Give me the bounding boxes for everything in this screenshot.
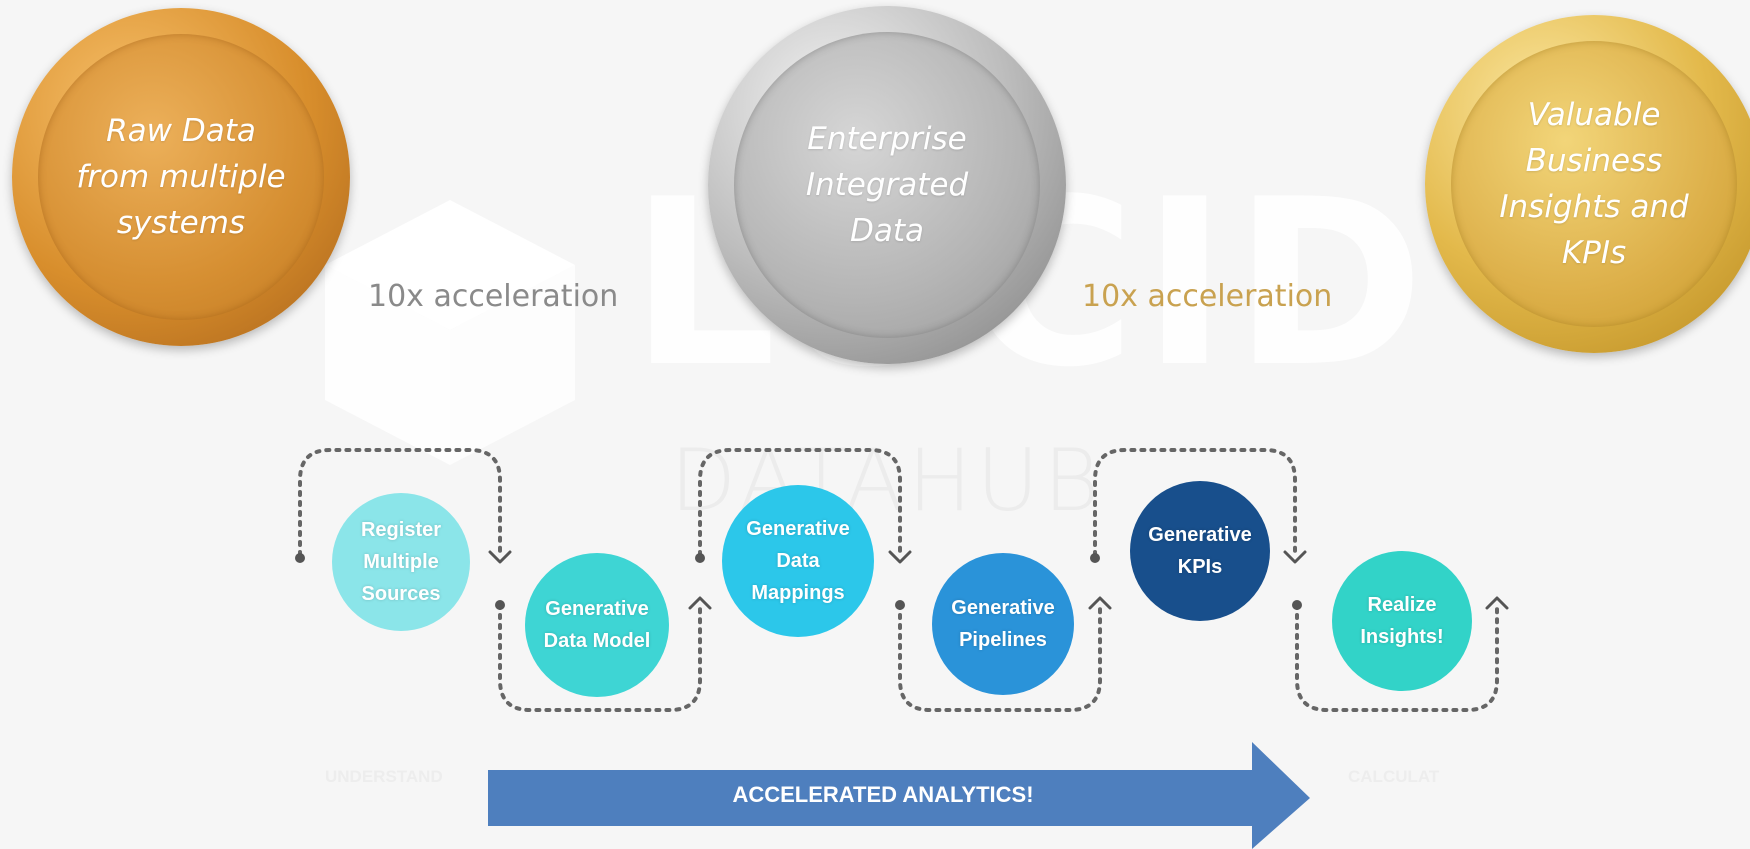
- step-generative-data-model-label: Generative Data Model: [543, 598, 651, 652]
- step-generative-kpis-label: Generative KPIs: [1148, 524, 1252, 578]
- connector-loop: [298, 448, 502, 557]
- step-generative-kpis: Generative KPIs: [1130, 481, 1270, 621]
- chevron-down-icon: [488, 550, 512, 564]
- step-generative-pipelines-label: Generative Pipelines: [951, 597, 1055, 651]
- chevron-down-icon: [1283, 550, 1307, 564]
- step-register-sources-label: Register Multiple Sources: [360, 519, 442, 605]
- chevron-down-icon: [888, 550, 912, 564]
- connector-loop: [498, 603, 702, 712]
- enterprise-data-label: Enterprise Integrated Data: [805, 121, 969, 249]
- step-generative-data-mappings-label: Generative Data Mappings: [746, 518, 850, 604]
- enterprise-data-medal: Enterprise Integrated Data: [708, 6, 1066, 364]
- connector-dot: [295, 553, 305, 563]
- chevron-up-icon: [688, 596, 712, 610]
- insights-medal: Valuable Business Insights and KPIs: [1425, 15, 1750, 353]
- acceleration-left-label: 10x acceleration: [368, 279, 619, 314]
- connector-loop: [698, 448, 902, 557]
- connector-loop: [898, 603, 1102, 712]
- step-realize-insights-label: Realize Insights!: [1360, 594, 1444, 648]
- connector-dot: [1090, 553, 1100, 563]
- chevron-up-icon: [1088, 596, 1112, 610]
- connector-dot: [1292, 600, 1302, 610]
- raw-data-label: Raw Data from multiple systems: [76, 113, 286, 241]
- step-register-sources: Register Multiple Sources: [332, 493, 470, 631]
- connector-loop: [1093, 448, 1297, 557]
- watermark-cube-icon: [325, 200, 575, 465]
- connector-dot: [695, 553, 705, 563]
- accelerated-analytics-label: ACCELERATED ANALYTICS!: [732, 782, 1034, 807]
- connector-dot: [895, 600, 905, 610]
- connector-dot: [495, 600, 505, 610]
- step-generative-pipelines: Generative Pipelines: [932, 553, 1074, 695]
- step-generative-data-model: Generative Data Model: [525, 553, 669, 697]
- faded-left-label: UNDERSTAND: [325, 767, 443, 786]
- acceleration-right-label: 10x acceleration: [1082, 279, 1333, 314]
- step-realize-insights: Realize Insights!: [1332, 551, 1472, 691]
- chevron-up-icon: [1485, 596, 1509, 610]
- insights-label: Valuable Business Insights and KPIs: [1499, 97, 1689, 271]
- faded-right-label: CALCULAT: [1348, 767, 1440, 786]
- step-generative-data-mappings: Generative Data Mappings: [722, 485, 874, 637]
- connector-loop: [1295, 603, 1499, 712]
- raw-data-medal: Raw Data from multiple systems: [12, 8, 350, 346]
